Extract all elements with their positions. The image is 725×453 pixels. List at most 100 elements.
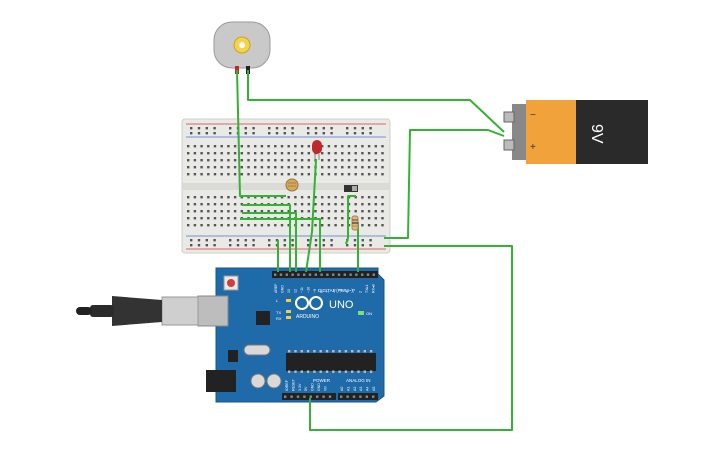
switch-slider[interactable] — [352, 186, 357, 191]
battery-terminal-block — [512, 104, 528, 160]
terminal-hole — [300, 203, 304, 206]
terminal-hole — [374, 217, 377, 220]
rail-hole — [314, 239, 318, 242]
terminal-hole — [267, 166, 270, 169]
capacitor-2 — [266, 373, 282, 389]
pin-label-pin1: TX▸1 — [365, 285, 369, 293]
terminal-hole — [267, 196, 270, 199]
chip-pin — [294, 370, 297, 373]
terminal-hole — [187, 173, 190, 176]
wire-led-to-pin — [305, 159, 317, 273]
terminal-hole — [300, 145, 304, 148]
switch-body[interactable] — [344, 185, 358, 192]
terminal-hole — [367, 210, 371, 213]
chip-pin — [357, 370, 360, 373]
chip-pin — [338, 350, 341, 353]
terminal-hole — [341, 217, 344, 220]
terminal-hole — [227, 166, 230, 169]
terminal-hole — [307, 145, 310, 148]
reset-button-cap[interactable] — [227, 279, 235, 287]
chip-pin — [294, 350, 297, 353]
terminal-hole — [187, 210, 190, 213]
power-pin-hole — [303, 395, 306, 398]
wire-motor-to-row — [236, 69, 286, 197]
terminal-hole — [314, 196, 317, 199]
rail-hole — [268, 244, 271, 247]
battery-minus-label: − — [530, 110, 536, 121]
terminal-hole — [207, 217, 210, 220]
terminal-hole — [341, 159, 344, 162]
terminal-hole — [260, 145, 264, 148]
terminal-hole — [374, 166, 377, 169]
terminal-hole — [260, 159, 264, 162]
atmega-chip — [286, 353, 376, 371]
pin-label-v33: 3.3V — [298, 383, 302, 391]
terminal-hole — [374, 152, 377, 155]
pin-label-pin3: ~3 — [352, 289, 356, 293]
analog-pin-hole — [340, 395, 343, 398]
terminal-hole — [341, 203, 344, 206]
terminal-hole — [193, 173, 197, 176]
terminal-hole — [254, 159, 257, 162]
dc-motor — [213, 21, 271, 74]
terminal-hole — [327, 217, 331, 220]
terminal-hole — [347, 145, 351, 148]
rail-hole — [205, 239, 208, 242]
terminal-hole — [267, 152, 270, 155]
terminal-hole — [187, 152, 190, 155]
terminal-hole — [260, 166, 264, 169]
slide-switch[interactable] — [344, 185, 358, 192]
terminal-hole — [354, 152, 357, 155]
rail-hole — [369, 132, 372, 135]
pin-label-pin9: ~9 — [313, 289, 317, 293]
rail-hole — [346, 244, 349, 247]
terminal-hole — [334, 159, 337, 162]
wire-row-to-pin-a — [242, 204, 291, 272]
terminal-hole — [314, 224, 317, 227]
terminal-hole — [233, 145, 237, 148]
terminal-hole — [274, 159, 277, 162]
terminal-hole — [307, 166, 310, 169]
rail-hole — [330, 244, 333, 247]
terminal-hole — [334, 217, 337, 220]
terminal-hole — [187, 224, 190, 227]
photoresistor-pattern — [288, 182, 296, 187]
rail-hole — [229, 239, 232, 242]
rail-hole — [307, 244, 310, 247]
rail-hole — [307, 127, 310, 130]
terminal-hole — [240, 166, 243, 169]
chip-pin — [306, 370, 310, 373]
rail-hole — [268, 127, 271, 130]
rail-hole — [197, 239, 201, 242]
digital-pin-hole — [349, 273, 352, 276]
terminal-hole — [300, 224, 304, 227]
rail-hole — [205, 132, 208, 135]
terminal-hole — [200, 217, 203, 220]
chip-pin — [325, 350, 329, 353]
led-body — [312, 140, 322, 154]
terminal-hole — [381, 210, 384, 213]
terminal-hole — [361, 159, 364, 162]
digital-pin-hole — [314, 273, 317, 276]
9v-battery: − + 9V — [503, 100, 648, 164]
chip-pin — [363, 350, 366, 353]
terminal-hole — [334, 145, 337, 148]
rail-hole — [314, 244, 318, 247]
terminal-hole — [280, 173, 284, 176]
pin-label-gnd2: GND — [317, 383, 321, 391]
terminal-hole — [247, 152, 250, 155]
terminal-hole — [341, 210, 344, 213]
terminal-hole — [193, 217, 197, 220]
terminal-hole — [233, 217, 237, 220]
terminal-hole — [280, 159, 284, 162]
pin-label-aref_label: AREF — [274, 283, 278, 293]
battery-terminal-positive — [503, 139, 515, 151]
rail-hole — [361, 127, 364, 130]
usb-chip — [256, 311, 270, 325]
terminal-hole — [367, 196, 371, 199]
rail-hole — [268, 132, 271, 135]
pin-label-a3: A3 — [359, 387, 363, 391]
chip-pin — [332, 370, 335, 373]
